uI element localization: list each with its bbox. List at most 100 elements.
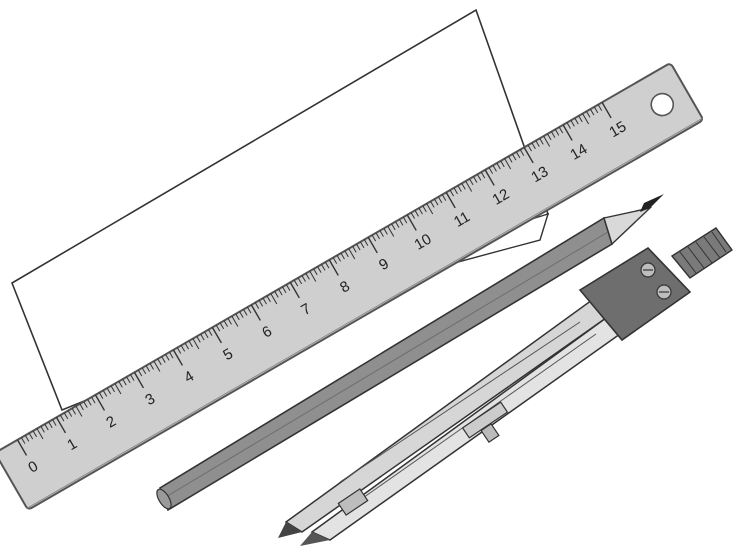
ruler-mm-tick: [352, 246, 357, 253]
ruler-mm-tick: [437, 196, 443, 204]
ruler-mm-tick: [593, 106, 599, 114]
ruler-mm-tick: [278, 288, 283, 296]
ruler-mm-tick: [317, 266, 322, 273]
ruler-mm-tick: [114, 383, 122, 395]
ruler-mm-tick: [550, 131, 556, 138]
ruler-cm-tick: [211, 326, 222, 344]
ruler-mm-tick: [496, 162, 501, 170]
ruler-mm-tick: [258, 300, 264, 307]
ruler-mm-tick: [254, 302, 260, 309]
ruler-cm-tick: [445, 191, 456, 209]
ruler-mm-tick: [208, 329, 213, 336]
ruler-mm-tick: [461, 183, 466, 190]
ruler-mm-tick: [476, 174, 482, 181]
ruler-mm-tick: [469, 178, 474, 186]
ruler-mm-tick: [589, 108, 595, 116]
ruler-mm-tick: [340, 252, 345, 260]
ruler-mm-tick: [102, 390, 108, 397]
ruler-cm-tick: [484, 169, 495, 186]
ruler-mm-tick: [266, 295, 271, 303]
ruler-mm-tick: [379, 230, 384, 237]
drawing-compass: [278, 227, 733, 546]
ruler-mm-tick: [227, 318, 232, 325]
ruler-mm-tick: [578, 115, 583, 123]
ruler-mm-tick: [235, 313, 240, 321]
ruler-mm-tick: [87, 399, 92, 406]
ruler-mm-tick: [441, 194, 447, 201]
ruler-mm-tick: [434, 198, 439, 206]
ruler-mm-tick: [297, 277, 303, 285]
ruler-mm-tick: [63, 412, 69, 420]
ruler-mm-tick: [137, 369, 143, 377]
ruler-mm-tick: [597, 104, 603, 111]
ruler-mm-tick: [375, 232, 380, 240]
ruler-mm-tick: [239, 311, 244, 318]
ruler-mm-tick: [313, 268, 318, 276]
ruler-cm-tick: [250, 304, 261, 321]
ruler-mm-tick: [508, 156, 513, 163]
ruler-cm-tick: [367, 236, 378, 254]
ruler-mm-tick: [118, 381, 123, 388]
ruler-mm-tick: [59, 414, 65, 422]
ruler-mm-tick: [473, 176, 478, 183]
ruler-mm-tick: [122, 378, 127, 386]
ruler-mm-tick: [262, 297, 267, 305]
ruler-mm-tick: [282, 286, 287, 294]
ruler-number-label: 15: [606, 118, 629, 141]
ruler-mm-tick: [492, 165, 497, 172]
ruler-mm-tick: [535, 140, 540, 147]
ruler-mm-tick: [91, 396, 96, 404]
ruler-mm-tick: [243, 309, 248, 316]
ruler-mm-tick: [321, 264, 326, 271]
ruler-mm-tick: [204, 331, 209, 339]
ruler-mm-tick: [395, 221, 400, 228]
ruler-mm-tick: [110, 385, 115, 393]
ruler-mm-tick: [231, 315, 239, 327]
ruler-cm-tick: [289, 281, 300, 299]
ruler-mm-tick: [219, 322, 225, 330]
ruler-mm-tick: [574, 117, 579, 125]
ruler-mm-tick: [500, 160, 505, 168]
ruler-mm-tick: [20, 437, 26, 444]
ruler-mm-tick: [426, 203, 434, 215]
ruler-mm-tick: [399, 219, 404, 226]
ruler-number-label: 13: [528, 163, 551, 186]
ruler-mm-tick: [200, 333, 205, 341]
ruler-mm-tick: [531, 142, 536, 150]
ruler-mm-tick: [24, 435, 30, 442]
ruler-mm-tick: [422, 205, 427, 213]
ruler-mm-tick: [515, 151, 521, 159]
ruler-mm-tick: [106, 387, 112, 395]
ruler-mm-tick: [324, 261, 330, 269]
ruler-mm-tick: [71, 408, 77, 415]
ruler-mm-tick: [566, 122, 571, 129]
ruler-mm-tick: [348, 248, 356, 260]
ruler-mm-tick: [586, 111, 591, 118]
ruler-mm-tick: [391, 223, 396, 231]
ruler-mm-tick: [67, 410, 73, 417]
ruler-mm-tick: [36, 428, 44, 440]
ruler-mm-tick: [215, 324, 221, 332]
ruler-cm-tick: [601, 101, 612, 119]
ruler-mm-tick: [480, 171, 486, 179]
ruler-mm-tick: [192, 338, 200, 350]
ruler-mm-tick: [274, 291, 279, 298]
ruler-mm-tick: [98, 392, 104, 399]
ruler-mm-tick: [488, 167, 494, 174]
ruler-mm-tick: [582, 113, 590, 125]
ruler-mm-tick: [32, 430, 38, 438]
ruler-mm-tick: [543, 135, 551, 147]
ruler-number-label: 10: [412, 231, 435, 254]
ruler-mm-tick: [554, 129, 560, 136]
ruler-mm-tick: [305, 273, 310, 280]
ruler-mm-tick: [75, 405, 83, 417]
ruler-mm-tick: [270, 293, 278, 305]
ruler-mm-tick: [161, 356, 166, 363]
ruler-mm-tick: [145, 365, 151, 372]
ruler-hole: [650, 92, 675, 117]
ruler-mm-tick: [418, 207, 423, 215]
ruler-mm-tick: [130, 374, 135, 381]
ruler-cm-tick: [523, 146, 534, 164]
